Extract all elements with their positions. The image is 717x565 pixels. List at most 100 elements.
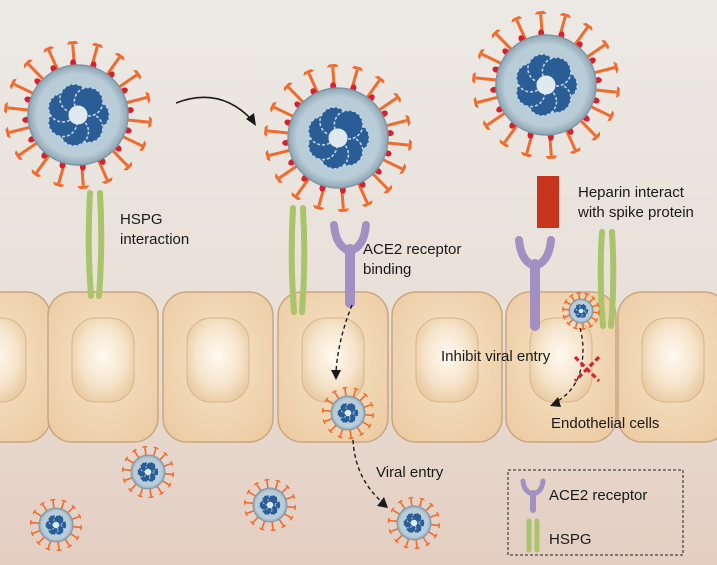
spike-stalk	[261, 520, 266, 529]
spike-head	[383, 184, 393, 194]
spike-head	[283, 82, 293, 92]
spike-head	[438, 522, 441, 529]
spike-stalk	[162, 480, 170, 486]
small-virus-particle	[321, 386, 375, 440]
spike-stalk	[285, 495, 294, 500]
spike-head	[91, 42, 104, 49]
spike-stalk	[60, 501, 65, 510]
spike-head	[358, 432, 364, 436]
spike-head	[598, 309, 600, 316]
spike-head	[390, 507, 395, 513]
spike-head	[49, 498, 56, 501]
spike-stalk	[425, 504, 432, 512]
spike-stalk	[588, 297, 594, 303]
spike-stalk	[344, 388, 347, 397]
spike-head	[128, 487, 133, 492]
spike-head	[80, 524, 83, 531]
label-endothelial-cells: Endothelial cells	[551, 415, 660, 432]
spike-stalk	[144, 447, 147, 456]
spike-head	[137, 494, 143, 498]
viral-entry-arrow-dashed	[352, 439, 383, 503]
spike-head	[545, 155, 558, 160]
spike-head	[148, 496, 155, 499]
spike-stalk	[565, 301, 572, 306]
spike-stalk	[590, 316, 597, 321]
spike-head	[473, 96, 479, 109]
spike-stalk	[126, 96, 148, 105]
arrowhead	[331, 370, 341, 380]
spike-head	[270, 529, 277, 532]
spike-head	[414, 547, 421, 550]
spike-head	[408, 139, 412, 152]
spike-stalk	[133, 450, 140, 459]
spike-head	[77, 185, 90, 190]
spike-stalk	[164, 472, 173, 476]
cell-nucleus	[301, 317, 365, 403]
spike-stalk	[47, 540, 52, 549]
spike-stalk	[428, 531, 436, 537]
virus-center	[52, 521, 60, 529]
spike-head	[520, 151, 533, 158]
spike-stalk	[122, 135, 143, 148]
spike-stalk	[503, 124, 519, 144]
label-heparin-line1: Heparin interact	[578, 184, 684, 201]
legend-box	[507, 469, 684, 556]
spike-stalk	[130, 483, 137, 491]
legend-border	[507, 469, 684, 556]
spike-stalk	[590, 105, 611, 118]
spike-head	[569, 294, 575, 299]
spike-head	[374, 75, 385, 84]
spike-head	[472, 71, 476, 84]
arrowhead	[246, 113, 256, 126]
endothelial-cell	[0, 291, 51, 443]
spike-stalk	[371, 172, 389, 190]
spike-stalk	[97, 159, 109, 181]
receptor-layer	[85, 176, 617, 331]
spike-stalk	[326, 399, 334, 405]
spike-stalk	[586, 320, 592, 327]
virus-center	[578, 308, 584, 314]
spike-stalk	[392, 509, 400, 515]
spike-stalk	[118, 73, 138, 89]
spike-stalk	[357, 182, 369, 204]
spike-head	[569, 147, 581, 154]
spike-head	[172, 471, 175, 478]
virus-center	[410, 519, 418, 527]
spike-stalk	[584, 294, 588, 300]
spike-stalk	[156, 485, 163, 494]
spike-stalk	[378, 96, 398, 112]
spike-stalk	[13, 82, 34, 95]
spike-stalk	[592, 311, 599, 314]
spike-stalk	[573, 26, 589, 46]
spike-head	[361, 200, 373, 207]
spike-head	[482, 120, 491, 130]
label-hspg-interaction-line2: interaction	[120, 231, 190, 248]
spike-stalk	[273, 105, 294, 118]
spike-head	[616, 86, 620, 99]
spike-stalk	[278, 164, 298, 180]
spike-head	[153, 446, 159, 450]
spike-head	[122, 477, 126, 484]
spike-head	[163, 452, 168, 457]
spike-stalk	[31, 521, 40, 525]
spike-stalk	[579, 119, 597, 137]
spike-stalk	[255, 483, 262, 492]
spike-head	[167, 482, 172, 488]
spike-stalk	[127, 118, 149, 124]
spike-stalk	[124, 477, 133, 482]
spike-head	[403, 545, 409, 549]
spike-stalk	[287, 86, 305, 104]
spike-stalk	[38, 536, 45, 544]
spike-stalk	[415, 539, 418, 548]
spike-stalk	[475, 76, 497, 82]
spike-stalk	[430, 523, 439, 527]
spike-head	[398, 500, 404, 504]
spike-head	[56, 549, 63, 552]
virus-center	[266, 501, 274, 509]
spike-head	[274, 173, 283, 183]
spike-stalk	[568, 319, 574, 325]
spike-head	[324, 397, 329, 403]
spike-stalk	[126, 458, 134, 464]
spike-stalk	[267, 129, 289, 135]
spike-head	[285, 485, 290, 490]
